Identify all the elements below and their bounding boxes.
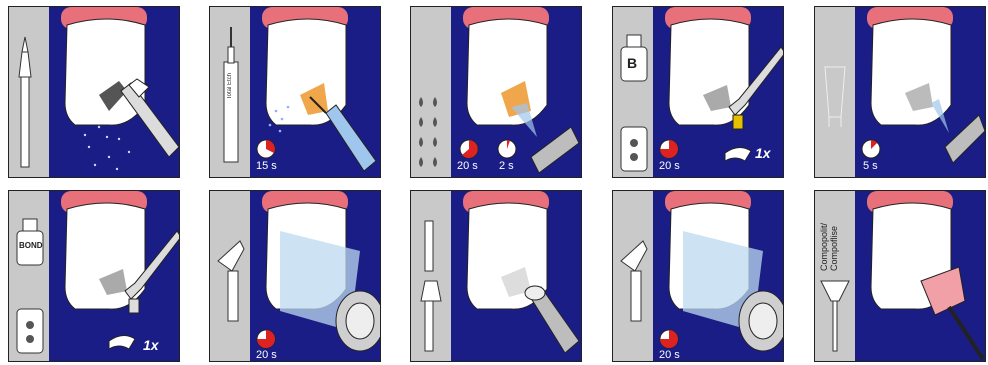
curing-light-icon — [336, 291, 381, 351]
timer-label: 20 s — [457, 160, 478, 172]
timer-label: 15 s — [256, 160, 277, 172]
step-illustration — [411, 191, 582, 362]
count-label: 1x — [755, 145, 771, 161]
bottle-label: B — [627, 55, 637, 71]
timer-label: 5 s — [863, 160, 878, 172]
step-panel-10: Compopolit/ Compoflise — [814, 190, 986, 362]
timer-icon — [257, 140, 275, 158]
step-panel-6: BOND 1x — [8, 190, 180, 362]
step-illustration — [9, 7, 180, 178]
timer-icon — [498, 140, 516, 158]
syringe-label: Total Etch — [227, 73, 233, 99]
timer-label: 20 s — [659, 160, 680, 172]
timer-icon — [257, 330, 275, 348]
timer-icon — [460, 140, 478, 158]
air-water-syringe-icon — [531, 127, 579, 173]
step-panel-1 — [8, 6, 180, 178]
step-panel-4: B 20 s 1x — [612, 6, 784, 178]
step-panel-7: 20 s — [209, 190, 381, 362]
step-panel-9: 20 s — [612, 190, 784, 362]
composite-tool-icon — [525, 286, 579, 353]
step-illustration — [613, 191, 784, 362]
air-syringe-icon — [945, 115, 985, 163]
timer-icon — [660, 330, 678, 348]
timer-label: 20 s — [659, 349, 680, 361]
timer-icon — [660, 140, 678, 158]
timer-icon — [862, 140, 880, 158]
step-panel-2: Total Etch 15 s — [209, 6, 381, 178]
bottle-label: BOND — [19, 241, 43, 250]
timer-label: 2 s — [499, 160, 514, 172]
step-panel-5: 5 s — [814, 6, 986, 178]
timer-label: 20 s — [256, 349, 277, 361]
step-illustration — [411, 7, 582, 178]
curing-light-icon — [739, 291, 784, 351]
polisher-cup-icon — [921, 267, 983, 359]
step-illustration — [210, 191, 381, 362]
step-illustration — [210, 7, 381, 178]
debris-particles — [84, 126, 130, 170]
vertical-label: Compopolit/ Compoflise — [819, 199, 839, 271]
count-label: 1x — [143, 337, 159, 353]
step-panel-8 — [410, 190, 582, 362]
step-panel-3: 20 s 2 s — [410, 6, 582, 178]
step-illustration — [815, 191, 986, 362]
step-illustration — [815, 7, 986, 178]
